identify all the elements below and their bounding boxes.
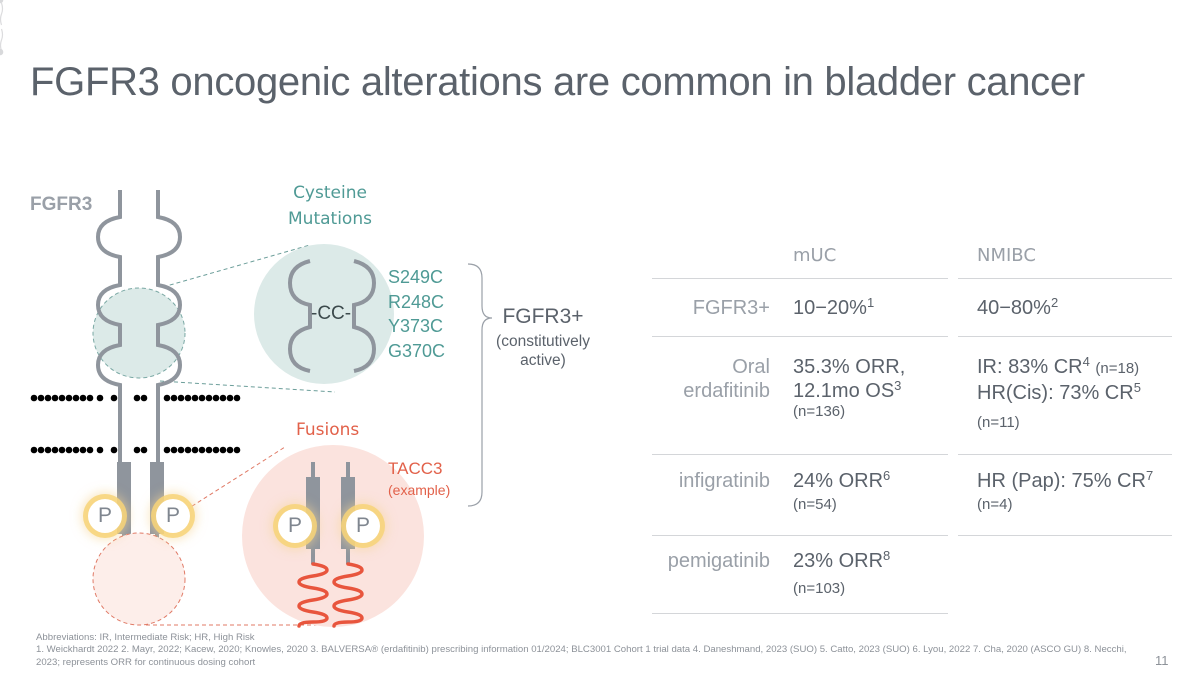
references-note: 1. Weickhardt 2022 2. Mayr, 2022; Kacew,… bbox=[36, 644, 1127, 668]
sample-size: (n=11) bbox=[977, 414, 1020, 431]
table-cell-nmibc: IR: 83% CR4 (n=18) HR(Cis): 73% CR5 (n=1… bbox=[977, 355, 1141, 435]
phospho-icon: P bbox=[156, 499, 190, 533]
sample-size: (n=103) bbox=[793, 580, 846, 597]
note-line2: active) bbox=[520, 352, 566, 369]
table-divider bbox=[958, 535, 1172, 536]
sample-size: (n=4) bbox=[977, 496, 1013, 513]
footnote-ref: 6 bbox=[883, 468, 891, 483]
cell-value-line2: 12.1mo OS bbox=[793, 380, 895, 402]
row-label-line2: erdafitinib bbox=[683, 380, 770, 402]
phospho-icon: P bbox=[88, 499, 122, 533]
fgfr3-positive-label: FGFR3+ bbox=[502, 305, 584, 328]
table-divider bbox=[652, 278, 948, 279]
cell-value: HR (Pap): 75% CR bbox=[977, 470, 1146, 492]
mutation-list: S249C R248C Y373C G370C bbox=[388, 265, 445, 363]
sample-size: (n=54) bbox=[793, 496, 837, 513]
table-cell-nmibc: 40−80%2 bbox=[977, 296, 1058, 320]
abbreviations-note: Abbreviations: IR, Intermediate Risk; HR… bbox=[36, 632, 255, 643]
cell-value: 40−80% bbox=[977, 297, 1051, 319]
footnote-ref: 3 bbox=[894, 378, 902, 393]
phospho-icon: P bbox=[278, 509, 312, 543]
table-divider bbox=[652, 535, 948, 536]
cell-value: 35.3% ORR, bbox=[793, 356, 906, 378]
table-cell-nmibc: HR (Pap): 75% CR7 (n=4) bbox=[977, 469, 1153, 517]
table-cell-muc: 10−20%1 bbox=[793, 296, 874, 320]
table-row-label: pemigatinib bbox=[667, 550, 770, 572]
mutation-item: R248C bbox=[388, 291, 445, 312]
fgfr3-mechanism-diagram bbox=[0, 0, 493, 628]
sample-size: (n=136) bbox=[793, 403, 846, 420]
footnotes: Abbreviations: IR, Intermediate Risk; HR… bbox=[36, 632, 1146, 669]
table-cell-muc: 24% ORR6 (n=54) bbox=[793, 469, 890, 517]
slide-title: FGFR3 oncogenic alterations are common i… bbox=[30, 60, 1085, 104]
column-header-nmibc: NMIBC bbox=[977, 245, 1036, 266]
cysteine-title-line2: Mutations bbox=[288, 209, 372, 229]
table-row-label: FGFR3+ bbox=[692, 297, 770, 319]
tacc3-coil-icon bbox=[297, 562, 364, 628]
fusion-partner-label: TACC3 bbox=[388, 459, 443, 478]
table-row-label: Oral erdafitinib bbox=[683, 355, 770, 403]
page-number: 11 bbox=[1155, 653, 1169, 668]
row-label-line1: Oral bbox=[732, 356, 770, 378]
cell-value: IR: 83% CR bbox=[977, 356, 1083, 378]
disulfide-bond-label: -CC- bbox=[311, 303, 352, 324]
note-line1: (constitutively bbox=[496, 333, 590, 350]
mutation-item: Y373C bbox=[388, 316, 444, 336]
footnote-ref: 5 bbox=[1133, 380, 1141, 395]
table-divider bbox=[958, 278, 1172, 279]
table-divider bbox=[958, 336, 1172, 337]
fusion-partner-note: (example) bbox=[388, 482, 451, 498]
cell-value: 23% ORR bbox=[793, 550, 884, 572]
table-cell-muc: 35.3% ORR, 12.1mo OS3 (n=136) bbox=[793, 355, 905, 421]
column-header-muc: mUC bbox=[793, 245, 837, 266]
cell-value: 24% ORR bbox=[793, 470, 884, 492]
constitutively-active-note: (constitutively active) bbox=[488, 332, 598, 370]
table-divider bbox=[652, 336, 948, 337]
cysteine-title-line1: Cysteine bbox=[293, 183, 367, 203]
cysteine-mutations-label: Cysteine Mutations bbox=[260, 180, 400, 232]
cell-value: 10−20% bbox=[793, 297, 867, 319]
table-row-label: infigratinib bbox=[678, 470, 770, 492]
footnote-ref: 1 bbox=[866, 295, 875, 310]
fgfr3-receptor-icon bbox=[95, 190, 183, 480]
mutation-item: G370C bbox=[388, 340, 446, 361]
fusions-label: Fusions bbox=[296, 420, 360, 440]
table-cell-muc: 23% ORR8 (n=103) bbox=[793, 549, 890, 601]
sample-size: (n=18) bbox=[1095, 360, 1140, 377]
table-divider bbox=[652, 613, 948, 614]
receptor-label: FGFR3 bbox=[30, 194, 93, 215]
footnote-ref: 4 bbox=[1082, 354, 1090, 369]
cell-value-line2: HR(Cis): 73% CR bbox=[977, 382, 1134, 404]
footnote-ref: 8 bbox=[883, 548, 891, 563]
footnote-ref: 2 bbox=[1050, 295, 1059, 310]
footnote-ref: 7 bbox=[1145, 468, 1154, 483]
table-divider bbox=[958, 454, 1172, 455]
phospho-icon: P bbox=[346, 509, 380, 543]
table-divider bbox=[652, 454, 948, 455]
cell-membrane-icon bbox=[0, 0, 4, 56]
mutation-item: S249C bbox=[388, 267, 444, 287]
